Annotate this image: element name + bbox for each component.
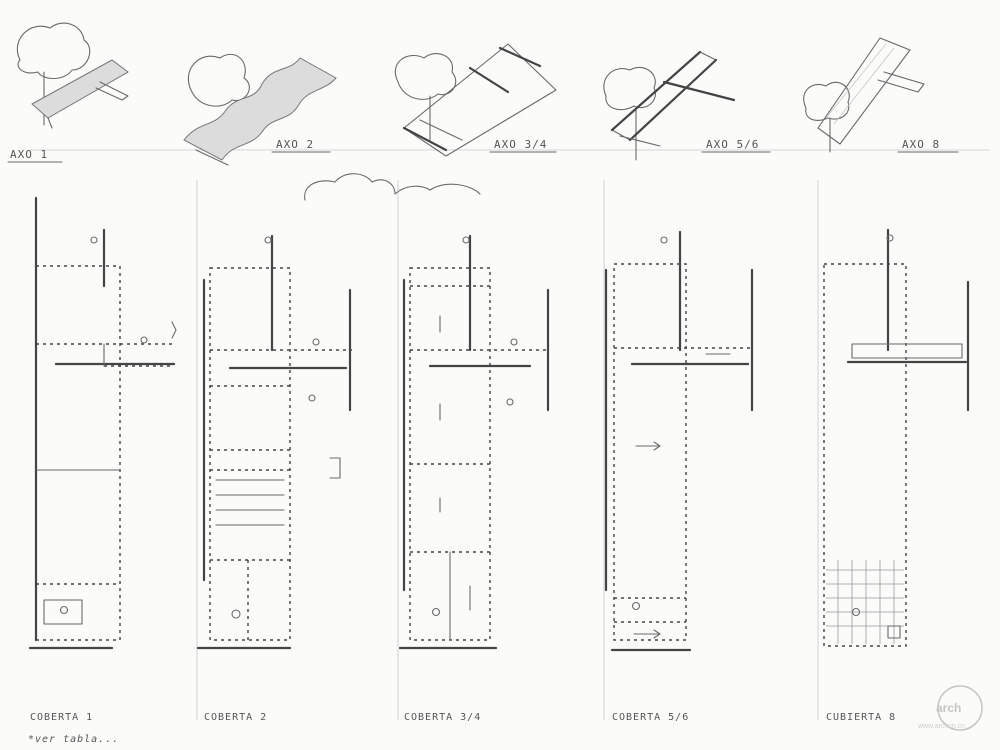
axo-label-8: AXO 8 <box>902 138 940 151</box>
column-guides <box>30 149 990 720</box>
axo-label-3-4: AXO 3/4 <box>494 138 547 151</box>
plan-drawing-1 <box>28 196 177 650</box>
axo-sketch-5-6 <box>603 50 736 161</box>
axo-sketch-8 <box>803 37 925 153</box>
svg-text:arch: arch <box>936 701 961 715</box>
plan-label-1: COBERTA 1 <box>30 712 93 723</box>
plan-drawing-8 <box>823 228 970 647</box>
axo-sketch-2 <box>183 53 337 166</box>
cloud-sketch <box>304 173 481 201</box>
plan-drawing-2 <box>196 234 352 650</box>
plan-drawing-5-6 <box>604 230 754 652</box>
axo-label-1: AXO 1 <box>10 148 48 161</box>
plan-labels: COBERTA 1 COBERTA 2 COBERTA 3/4 COBERTA … <box>30 712 896 723</box>
watermark-logo: arch www.archcn.cn <box>917 685 983 731</box>
plan-drawing-3-4 <box>398 234 550 650</box>
axo-label-underlines <box>7 151 959 163</box>
axo-label-5-6: AXO 5/6 <box>706 138 759 151</box>
axo-labels: AXO 1 AXO 2 AXO 3/4 AXO 5/6 AXO 8 <box>10 138 940 161</box>
axo-label-2: AXO 2 <box>276 138 314 151</box>
axo-sketch-1 <box>16 22 129 129</box>
plan-label-8: CUBIERTA 8 <box>826 712 896 723</box>
plan-label-5-6: COBERTA 5/6 <box>612 712 689 723</box>
watermark-text: www.archcn.cn <box>917 723 965 730</box>
plan-label-3-4: COBERTA 3/4 <box>404 712 481 723</box>
plan-label-2: COBERTA 2 <box>204 712 267 723</box>
footnote: *ver tabla... <box>28 734 119 745</box>
axo-sketch-3-4 <box>395 43 557 157</box>
